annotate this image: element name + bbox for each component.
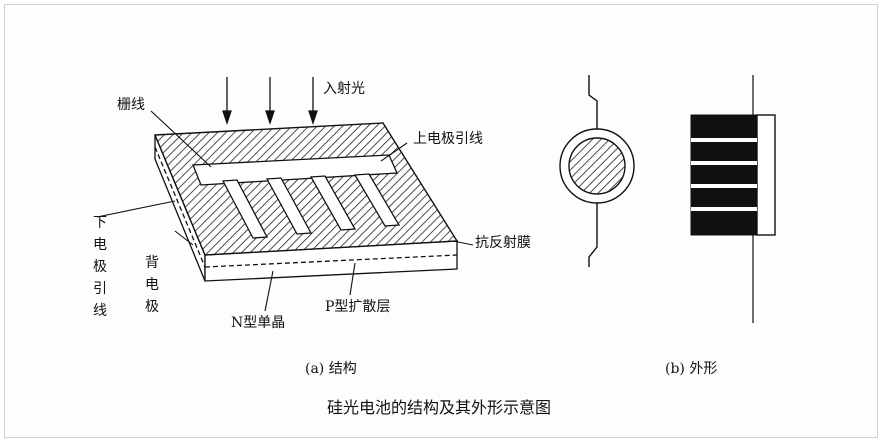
figure-title: 硅光电池的结构及其外形示意图: [327, 398, 551, 417]
svg-text:电: 电: [145, 277, 159, 293]
label-p-type: P型扩散层: [325, 299, 390, 315]
svg-text:极: 极: [145, 299, 159, 315]
structure-diagram: 入射光 栅线 上电极引线 抗反射膜 N型单晶 P型扩散层 下 电 极 引 线 背…: [93, 77, 531, 377]
label-top-lead: 上电极引线: [413, 131, 483, 147]
label-bottom-lead: 下 电 极 引 线: [93, 215, 107, 319]
svg-text:电: 电: [93, 237, 107, 253]
label-back-electrode: 背 电 极: [145, 255, 159, 315]
caption-appearance: (b) 外形: [665, 361, 717, 377]
cell-top-surface: [153, 122, 459, 256]
appearance-diagram: (b) 外形: [559, 75, 776, 377]
figure-frame: 入射光 栅线 上电极引线 抗反射膜 N型单晶 P型扩散层 下 电 极 引 线 背…: [4, 4, 878, 438]
figure-svg: 入射光 栅线 上电极引线 抗反射膜 N型单晶 P型扩散层 下 电 极 引 线 背…: [93, 75, 776, 417]
svg-text:背: 背: [145, 255, 159, 271]
leader-lines: [96, 110, 474, 312]
label-anti-reflective: 抗反射膜: [475, 235, 531, 251]
svg-text:下: 下: [93, 215, 107, 231]
label-grid-line: 栅线: [117, 97, 145, 113]
label-n-type: N型单晶: [231, 315, 285, 331]
rect-cell-symbol: [690, 75, 776, 323]
grid-fingers: [192, 154, 401, 239]
svg-text:线: 线: [93, 303, 107, 319]
round-cell-symbol: [559, 75, 635, 267]
svg-text:极: 极: [93, 259, 107, 275]
caption-structure: (a) 结构: [305, 361, 357, 377]
svg-text:引: 引: [93, 281, 107, 297]
incident-light-arrows: [222, 77, 318, 126]
label-incident-light: 入射光: [323, 81, 365, 97]
